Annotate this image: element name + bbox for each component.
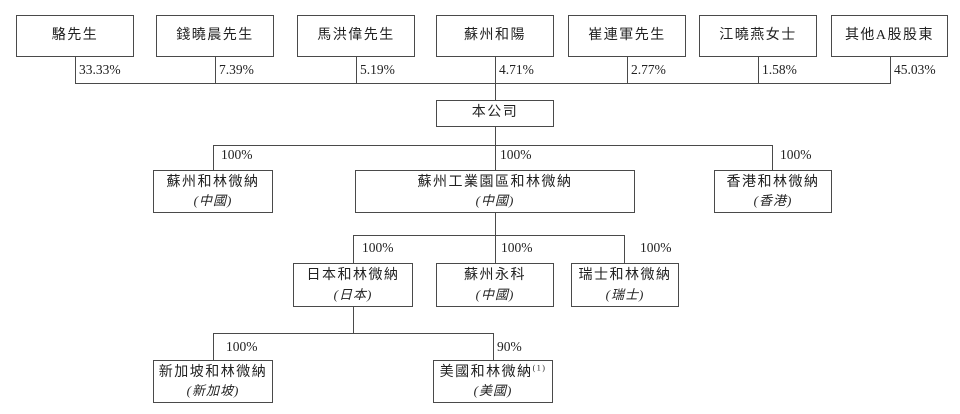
connector-line (353, 235, 625, 236)
shareholder-label: 馬洪偉先生 (317, 27, 395, 43)
shareholder-label: 駱先生 (51, 27, 99, 43)
connector-line (495, 213, 496, 263)
subsidiary-label: 新加坡和林微納 (158, 364, 268, 380)
subsidiary-region: (中國) (475, 193, 515, 209)
subsidiary-box-hongkong-helin: 香港和林微納 (香港) (714, 170, 832, 213)
subsidiary-name-text: 美國和林微納 (439, 364, 533, 380)
connector-line (495, 57, 496, 100)
connector-line (213, 333, 214, 360)
connector-line (75, 57, 76, 83)
connector-line (772, 145, 773, 170)
shareholder-label: 其他A股股東 (844, 27, 935, 43)
connector-line (495, 127, 496, 170)
ownership-pct: 100% (780, 147, 812, 162)
subsidiary-region: (瑞士) (605, 286, 645, 302)
shareholder-label: 崔連軍先生 (588, 27, 666, 43)
subsidiary-box-singapore-helin: 新加坡和林微納 (新加坡) (153, 360, 273, 403)
subsidiary-region: (香港) (753, 193, 793, 209)
connector-line (890, 57, 891, 83)
connector-line (353, 235, 354, 263)
ownership-pct: 4.71% (499, 62, 534, 77)
shareholder-box-suzhou-heyang: 蘇州和陽 (436, 15, 554, 57)
shareholder-box-jiang-xiaoyan: 江曉燕女士 (699, 15, 817, 57)
ownership-pct: 100% (640, 240, 672, 255)
company-label: 本公司 (471, 105, 519, 121)
connector-line (75, 83, 891, 84)
ownership-pct: 45.03% (894, 62, 936, 77)
ownership-pct: 100% (221, 147, 253, 162)
subsidiary-region: (日本) (333, 286, 373, 302)
ownership-pct: 100% (226, 339, 258, 354)
subsidiary-box-suzhou-yongke: 蘇州永科 (中國) (436, 263, 554, 307)
subsidiary-box-japan-helin: 日本和林微納 (日本) (293, 263, 413, 307)
ownership-pct: 1.58% (762, 62, 797, 77)
subsidiary-label: 蘇州永科 (464, 268, 526, 284)
ownership-pct: 33.33% (79, 62, 121, 77)
connector-line (356, 57, 357, 83)
shareholder-box-other-a-share: 其他A股股東 (831, 15, 948, 57)
subsidiary-label: 瑞士和林微納 (578, 268, 672, 284)
ownership-pct: 90% (497, 339, 522, 354)
connector-line (215, 57, 216, 83)
ownership-pct: 100% (500, 147, 532, 162)
subsidiary-label: 香港和林微納 (726, 174, 820, 190)
connector-line (624, 235, 625, 263)
company-box: 本公司 (436, 100, 554, 127)
shareholder-label: 錢曉晨先生 (176, 27, 254, 43)
ownership-pct: 7.39% (219, 62, 254, 77)
connector-line (213, 333, 494, 334)
shareholder-label: 江曉燕女士 (719, 27, 797, 43)
ownership-pct: 2.77% (631, 62, 666, 77)
connector-line (353, 307, 354, 333)
subsidiary-box-swiss-helin: 瑞士和林微納 (瑞士) (571, 263, 679, 307)
connector-line (493, 333, 494, 360)
shareholder-box-luo: 駱先生 (16, 15, 134, 57)
connector-line (213, 145, 214, 170)
shareholder-label: 蘇州和陽 (464, 27, 526, 43)
connector-line (213, 145, 773, 146)
subsidiary-label: 蘇州工業園區和林微納 (417, 174, 573, 190)
subsidiary-label: 蘇州和林微納 (166, 174, 260, 190)
subsidiary-box-suzhou-helin: 蘇州和林微納 (中國) (153, 170, 273, 213)
ownership-pct: 5.19% (360, 62, 395, 77)
subsidiary-box-us-helin: 美國和林微納(1) (美國) (433, 360, 553, 403)
ownership-pct: 100% (362, 240, 394, 255)
subsidiary-region: (中國) (475, 286, 515, 302)
ownership-pct: 100% (501, 240, 533, 255)
subsidiary-box-sip-helin: 蘇州工業園區和林微納 (中國) (355, 170, 635, 213)
subsidiary-label: 日本和林微納 (306, 268, 400, 284)
shareholder-box-cui-lianjun: 崔連軍先生 (568, 15, 686, 57)
connector-line (758, 57, 759, 83)
subsidiary-region: (中國) (193, 193, 233, 209)
subsidiary-region: (美國) (473, 383, 513, 399)
subsidiary-label: 美國和林微納(1) (440, 364, 547, 382)
shareholder-box-ma-hongwei: 馬洪偉先生 (297, 15, 415, 57)
shareholder-box-qian-xiaochen: 錢曉晨先生 (156, 15, 274, 57)
connector-line (627, 57, 628, 83)
footnote-marker: (1) (532, 363, 547, 373)
subsidiary-region: (新加坡) (186, 383, 240, 399)
